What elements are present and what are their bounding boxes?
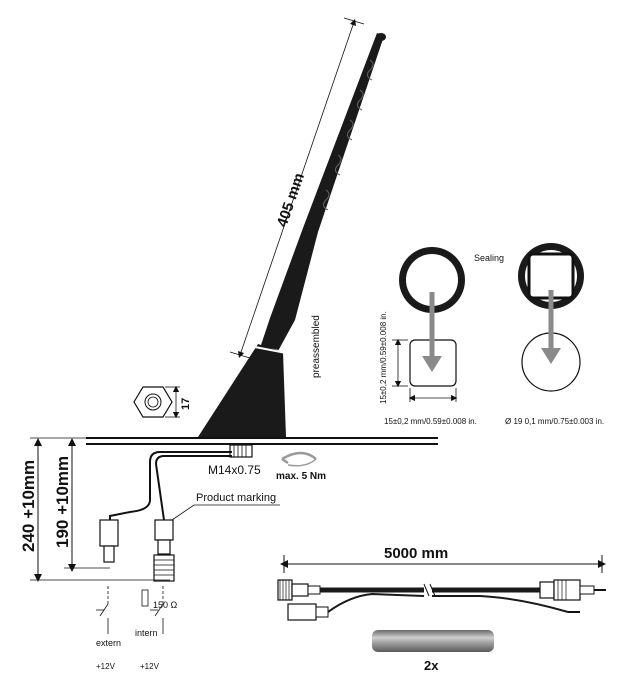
mounting-thread [229,444,253,458]
voltage-left-label: +12V [96,662,116,671]
resistor-label: 150 Ω [153,600,178,610]
nut-size-label: 17 [180,398,192,410]
product-marking-label: Product marking [196,492,276,504]
extern-connector [99,519,119,563]
torque-arrow [281,451,317,467]
extern-label: extern [96,638,121,648]
torque-label: max. 5 Nm [276,471,326,482]
antenna-length-label: 405 mm [274,171,308,229]
extension-cable [277,579,606,621]
foam-tube [372,630,494,652]
cable-length-label: 5000 mm [384,545,448,562]
antenna-base [198,344,287,437]
round-diameter-label: Ø 19 0,1 mm/0.75±0.003 in. [505,417,604,426]
square-height-label: 15±0,2 mm/0.59±0.008 in. [379,311,388,404]
cable-length-dimension [280,555,606,573]
preassembled-label: preassembled [311,315,322,378]
square-width-label: 15±0,2 mm/0.59±0.008 in. [384,417,477,426]
height-outer-label: 240 +10mm [19,460,38,552]
wiring-schematic [96,586,164,634]
voltage-right-label: +12V [140,662,160,671]
quantity-label: 2x [424,658,439,673]
height-inner-label: 190 +10mm [53,456,72,548]
roof-surface [30,437,438,445]
sealing-label: Sealing [474,253,504,263]
intern-label: intern [135,628,158,638]
square-hole-sealing [392,247,465,402]
round-hole-sealing [518,243,584,392]
thread-label: M14x0.75 [208,463,261,477]
height-dimensions: 240 +10mm 190 +10mm [19,438,170,582]
antenna-rod [255,33,386,362]
intern-connector [153,519,175,582]
base-cables [109,451,232,521]
hex-nut: 17 [133,385,192,419]
